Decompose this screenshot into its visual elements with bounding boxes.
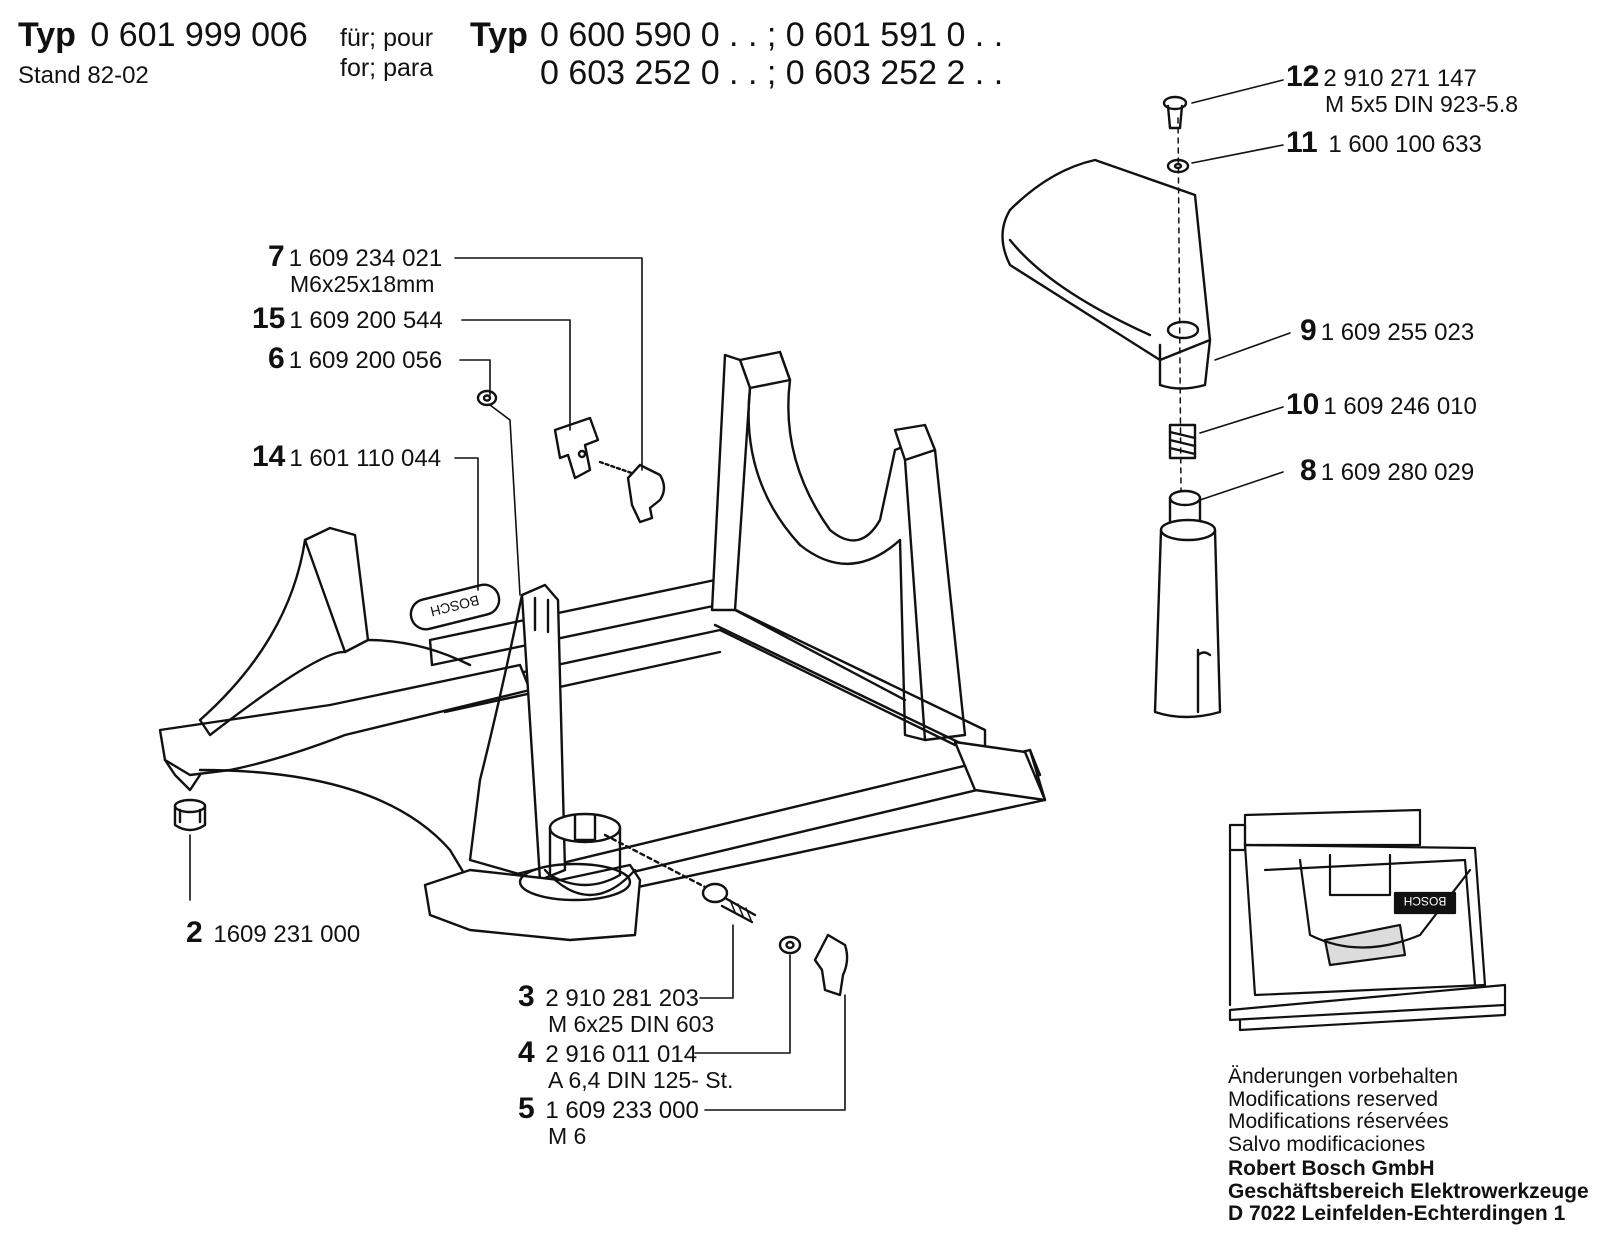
- footer-note-de: Änderungen vorbehalten: [1228, 1065, 1459, 1088]
- part-label-2: 2 1609 231 000: [186, 918, 361, 948]
- header-left-typ: Typ 0 601 999 006: [18, 16, 308, 55]
- part-code: 1 609 200 544: [289, 307, 443, 334]
- part-code: 1 609 234 021: [288, 245, 443, 272]
- part-number: 7: [268, 240, 285, 273]
- part-label-5: 5 1 609 233 000: [518, 1094, 699, 1124]
- part-spec-5: M 6: [548, 1123, 587, 1149]
- stand-base: BOSCH: [158, 350, 1047, 942]
- part-number: 6: [268, 342, 285, 375]
- part-code: 1 609 246 010: [1323, 393, 1477, 420]
- company-division: Geschäftsbereich Elektrowerkzeuge: [1228, 1179, 1589, 1203]
- part-number: 14: [252, 440, 286, 473]
- part-spec-3: M 6x25 DIN 603: [548, 1011, 715, 1037]
- part-code: 2 910 271 147: [1323, 65, 1477, 92]
- typ-label: Typ: [18, 16, 76, 54]
- part-label-3: 3 2 910 281 203: [518, 982, 699, 1012]
- typ-label-right: Typ: [470, 16, 528, 54]
- wing-screw-part-7: [598, 460, 666, 524]
- part-label-11: 11 1 600 100 633: [1286, 128, 1482, 158]
- bosch-logo-plate: BOSCH: [409, 583, 501, 631]
- footer-note-fr: Modifications réservées: [1228, 1110, 1449, 1133]
- part-number: 15: [252, 302, 286, 335]
- part-label-4: 4 2 916 011 014: [518, 1038, 698, 1068]
- part-number: 4: [518, 1036, 535, 1069]
- screw-part-12: [1162, 95, 1188, 130]
- footer-notes: Änderungen vorbehalten Modifications res…: [1228, 1065, 1589, 1226]
- part-number: 9: [1300, 314, 1317, 347]
- wing-nut-part-5: [813, 933, 849, 997]
- part-spec-4: A 6,4 DIN 125- St.: [548, 1067, 734, 1093]
- part-number: 5: [518, 1092, 535, 1125]
- header-right-line-2: 0 603 252 0 . . ; 0 603 252 2 . .: [540, 54, 1004, 92]
- inset-machine-drawing: BOSCH: [1228, 808, 1507, 1032]
- part-code: 2 916 011 014: [545, 1041, 698, 1068]
- company-address: D 7022 Leinfelden-Echterdingen 1: [1228, 1202, 1566, 1225]
- part-number: 12: [1286, 60, 1320, 93]
- leader-lines: [189, 79, 1291, 1111]
- typ-number: 0 601 999 006: [90, 16, 308, 54]
- part-number: 10: [1286, 388, 1320, 421]
- fuer-pour-label: für; pour: [340, 24, 434, 52]
- part-code: 1 609 200 056: [288, 347, 443, 374]
- svg-text:BOSCH: BOSCH: [1404, 894, 1447, 908]
- part-code: 1 609 255 023: [1320, 319, 1475, 346]
- clip-part-15: [553, 416, 600, 480]
- inset-bosch-plate: [1393, 891, 1457, 915]
- stand-date: Stand 82-02: [18, 62, 149, 89]
- part-code: 1 601 110 044: [289, 445, 442, 472]
- part-code: 1609 231 000: [213, 921, 361, 948]
- part-code: 1 609 280 029: [1320, 459, 1475, 486]
- spring-part-10: [1168, 423, 1197, 460]
- part-number: 3: [518, 980, 535, 1013]
- part-number: 8: [1300, 454, 1317, 487]
- washer-part-4: [778, 935, 802, 955]
- table-top-part-9: [1001, 158, 1212, 390]
- part-code: 1 600 100 633: [1328, 131, 1482, 158]
- for-para-label: for; para: [340, 54, 434, 82]
- part-code: 2 910 281 203: [545, 985, 699, 1012]
- bolt-part-3: [701, 882, 757, 924]
- footer-note-en: Modifications reserved: [1228, 1087, 1439, 1111]
- part-number: 2: [186, 916, 203, 949]
- part-spec-7: M6x25x18mm: [290, 271, 435, 297]
- header-right-line-1: 0 600 590 0 . . ; 0 601 591 0 . .: [540, 16, 1004, 54]
- foot-cap-part-2: [173, 798, 207, 832]
- part-spec-12: M 5x5 DIN 923-5.8: [1325, 91, 1519, 117]
- part-code: 1 609 233 000: [545, 1097, 699, 1124]
- footer-note-es: Salvo modificaciones: [1228, 1132, 1426, 1156]
- column-part-8: [1153, 489, 1222, 719]
- company-name: Robert Bosch GmbH: [1228, 1157, 1435, 1180]
- washer-part-6: [476, 389, 498, 407]
- part-number: 11: [1286, 126, 1318, 159]
